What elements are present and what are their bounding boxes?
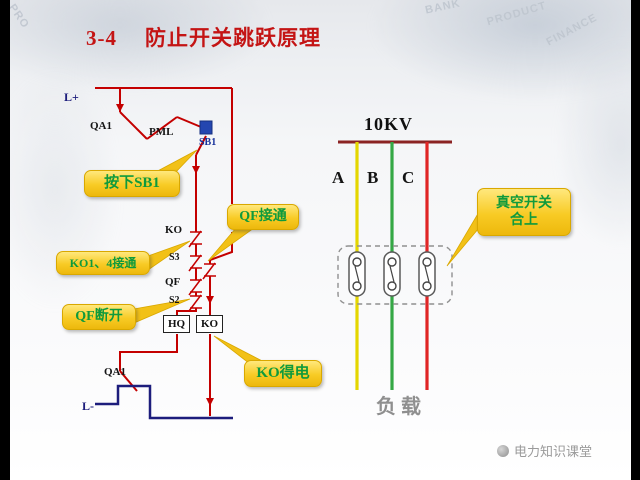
label-qa1-bottom: QA1 (104, 366, 126, 378)
watermark: 电力知识课堂 (497, 441, 592, 460)
phase-b-label: B (367, 168, 379, 187)
callout-vacuum-switch-closed: 真空开关 合上 (477, 188, 571, 236)
right-black-bar (631, 0, 640, 480)
voltage-label: 10KV (364, 114, 413, 134)
negative-rail (95, 384, 233, 420)
terminal-l-plus: L+ (64, 90, 79, 104)
vacuum-switch-symbols (337, 245, 453, 305)
label-s2: S2 (169, 295, 180, 306)
label-s3: S3 (169, 252, 180, 263)
label-qf-contact: QF (165, 276, 181, 288)
contact-symbols (188, 230, 216, 312)
load-label: 负载 (376, 396, 426, 418)
label-qa1-top: QA1 (90, 120, 112, 132)
hq-coil-box: HQ (163, 315, 190, 333)
page-title: 3-4 防止开关跳跃原理 (86, 22, 321, 52)
watermark-text: 电力知识课堂 (514, 444, 593, 459)
phase-a-label: A (332, 168, 345, 187)
callout-vacuum-line1: 真空开关 (496, 195, 552, 211)
label-ko-contact: KO (165, 224, 183, 236)
left-black-bar (0, 0, 10, 480)
label-pml: PML (149, 126, 174, 138)
phase-c-label: C (402, 168, 415, 187)
terminal-l-minus: L- (82, 399, 94, 413)
callout-press-sb1: 按下SB1 (84, 170, 180, 197)
title-text: 防止开关跳跃原理 (145, 26, 321, 50)
label-sb1: SB1 (199, 137, 217, 148)
title-number: 3-4 (86, 26, 117, 50)
callout-ko-energized: KO得电 (244, 360, 322, 387)
brand-logo-icon (497, 444, 509, 457)
sb1-button-symbol (199, 120, 213, 135)
callout-qf-on: QF接通 (227, 204, 299, 230)
callout-qf-off: QF断开 (62, 304, 136, 330)
ko-coil-box: KO (196, 315, 223, 333)
current-arrows (116, 104, 214, 406)
callout-ko14-on: KO1、4接通 (56, 251, 150, 275)
callout-vacuum-line2: 合上 (510, 213, 538, 228)
